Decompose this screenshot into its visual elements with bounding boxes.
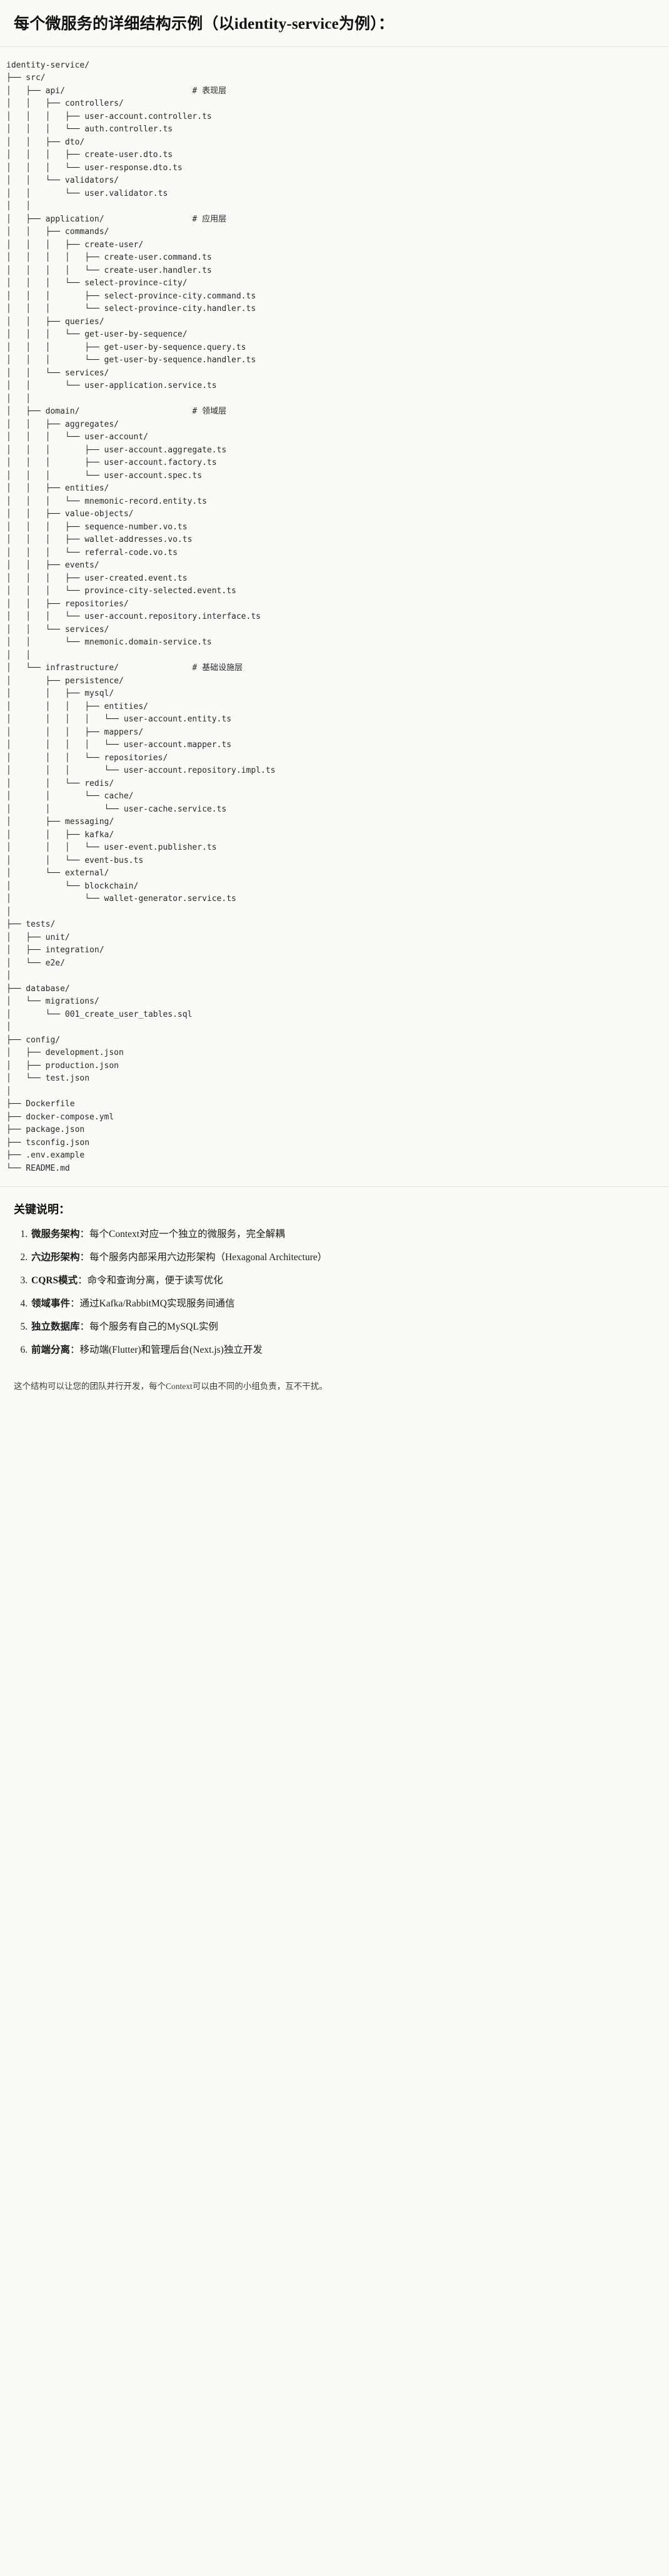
key-note-item: 领域事件：通过Kafka/RabbitMQ实现服务间通信	[30, 1296, 655, 1311]
key-note-term: 独立数据库	[31, 1321, 80, 1333]
key-note-term: 前端分离	[31, 1345, 71, 1356]
key-note-term: CQRS模式	[31, 1275, 78, 1286]
key-notes-title: 关键说明：	[14, 1203, 70, 1216]
document-page: 每个微服务的详细结构示例（以identity-service为例）： ident…	[0, 0, 669, 1410]
key-note-desc: ：每个服务内部采用六边形架构（Hexagonal Architecture）	[79, 1252, 328, 1263]
key-note-term: 微服务架构	[31, 1229, 80, 1240]
closing-paragraph: 这个结构可以让您的团队并行开发，每个Context可以由不同的小组负责，互不干扰…	[14, 1382, 328, 1392]
code-divider	[0, 1186, 669, 1188]
key-note-term: 六边形架构	[31, 1252, 80, 1263]
key-note-item: 微服务架构：每个Context对应一个独立的微服务，完全解耦	[30, 1227, 655, 1242]
key-note-desc: ：每个服务有自己的MySQL实例	[79, 1321, 218, 1333]
key-note-term: 领域事件	[31, 1298, 71, 1310]
key-note-item: 独立数据库：每个服务有自己的MySQL实例	[30, 1320, 655, 1335]
page-title: 每个微服务的详细结构示例（以identity-service为例）：	[14, 16, 395, 33]
key-note-item: CQRS模式：命令和查询分离，便于读写优化	[30, 1273, 655, 1288]
key-note-item: 六边形架构：每个服务内部采用六边形架构（Hexagonal Architectu…	[30, 1250, 655, 1265]
key-note-desc: ：命令和查询分离，便于读写优化	[78, 1275, 223, 1286]
key-note-desc: ：每个Context对应一个独立的微服务，完全解耦	[79, 1229, 285, 1240]
code-block: identity-service/ ├── src/ │ ├── api/ # …	[0, 46, 669, 1187]
key-note-item: 前端分离：移动端(Flutter)和管理后台(Next.js)独立开发	[30, 1343, 655, 1358]
directory-tree: identity-service/ ├── src/ │ ├── api/ # …	[6, 60, 276, 1173]
key-note-desc: ：通过Kafka/RabbitMQ实现服务间通信	[70, 1298, 235, 1310]
key-notes-section: 关键说明： 微服务架构：每个Context对应一个独立的微服务，完全解耦六边形架…	[0, 1187, 669, 1372]
key-note-desc: ：移动端(Flutter)和管理后台(Next.js)独立开发	[70, 1345, 263, 1356]
title-divider	[0, 46, 669, 47]
key-notes-list: 微服务架构：每个Context对应一个独立的微服务，完全解耦六边形架构：每个服务…	[14, 1227, 655, 1358]
